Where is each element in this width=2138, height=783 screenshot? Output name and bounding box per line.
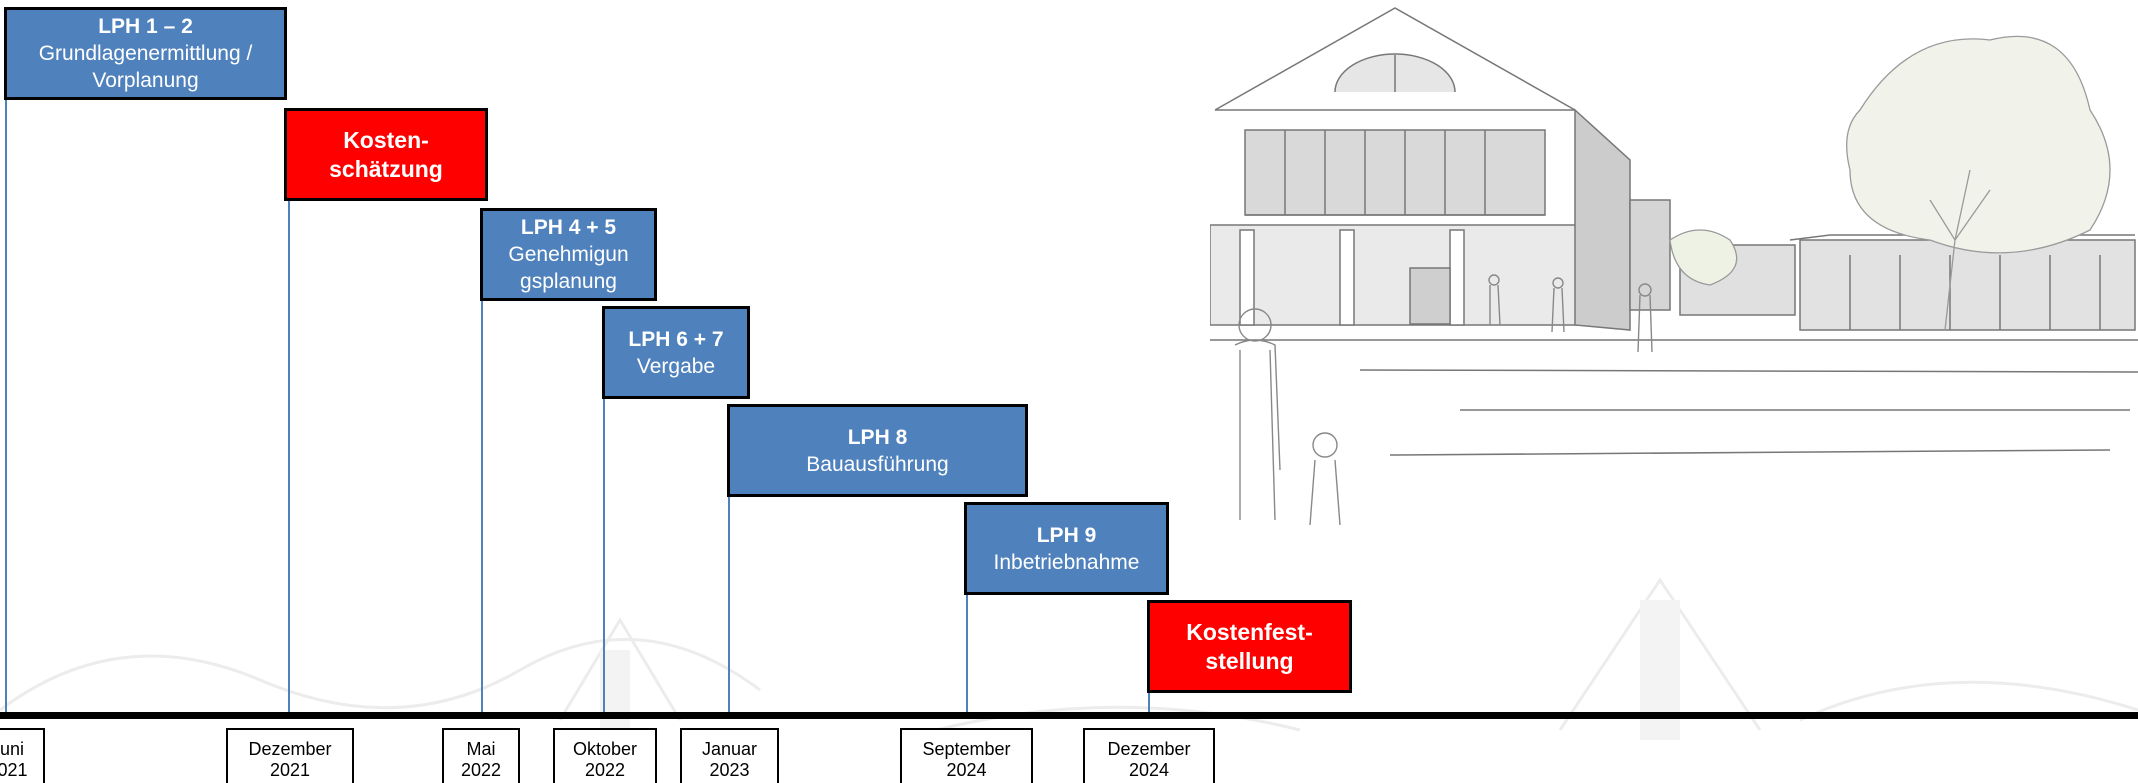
date-label: September 2024: [900, 728, 1033, 783]
date-label: Dezember 2021: [226, 728, 354, 783]
timeline-connector: [288, 200, 290, 714]
phase-line: Vergabe: [636, 354, 716, 378]
timeline-axis: [0, 712, 2138, 719]
date-label: Januar 2023: [680, 728, 779, 783]
phase-title: Kosten-: [343, 126, 429, 153]
timeline-connector: [728, 496, 730, 714]
phase-title: LPH 1 – 2: [98, 15, 193, 38]
timeline-connector: [5, 72, 7, 714]
timeline-connector: [966, 594, 968, 714]
phase-lph-9: LPH 9 Inbetriebnahme: [964, 502, 1169, 595]
date-label: Juni 2021: [0, 728, 45, 783]
phase-line: Inbetriebnahme: [993, 550, 1140, 574]
phase-title: LPH 8: [847, 425, 908, 449]
phase-lph-6-7: LPH 6 + 7 Vergabe: [602, 306, 750, 399]
background-watermark: [0, 577, 2138, 742]
phase-title: stellung: [1205, 647, 1294, 674]
phase-title: LPH 6 + 7: [628, 327, 724, 351]
phase-line: gsplanung: [520, 270, 617, 293]
phase-lph-1-2: LPH 1 – 2 Grundlagenermittlung / Vorplan…: [4, 7, 287, 100]
date-label: Mai 2022: [442, 728, 520, 783]
timeline-connector: [481, 298, 483, 714]
phase-lph-8: LPH 8 Bauausführung: [727, 404, 1028, 497]
phase-line: Vorplanung: [92, 69, 199, 92]
phase-line: Grundlagenermittlung /: [38, 42, 253, 65]
phase-kostenschaetzung: Kosten- schätzung: [284, 108, 488, 201]
phase-title: LPH 4 + 5: [520, 216, 617, 239]
timeline-connector: [603, 398, 605, 714]
timeline-connector: [1148, 692, 1150, 714]
phase-title: LPH 9: [1036, 523, 1097, 547]
building-illustration: [1210, 7, 2138, 526]
date-label: Dezember 2024: [1083, 728, 1215, 783]
phase-line: Bauausführung: [806, 452, 949, 476]
phase-lph-4-5: LPH 4 + 5 Genehmigun gsplanung: [480, 208, 657, 301]
phase-title: schätzung: [329, 155, 443, 182]
phase-line: Genehmigun: [508, 243, 629, 266]
phase-title: Kostenfest-: [1186, 618, 1313, 645]
phase-kostenfeststellung: Kostenfest- stellung: [1147, 600, 1352, 693]
date-label: Oktober 2022: [553, 728, 657, 783]
